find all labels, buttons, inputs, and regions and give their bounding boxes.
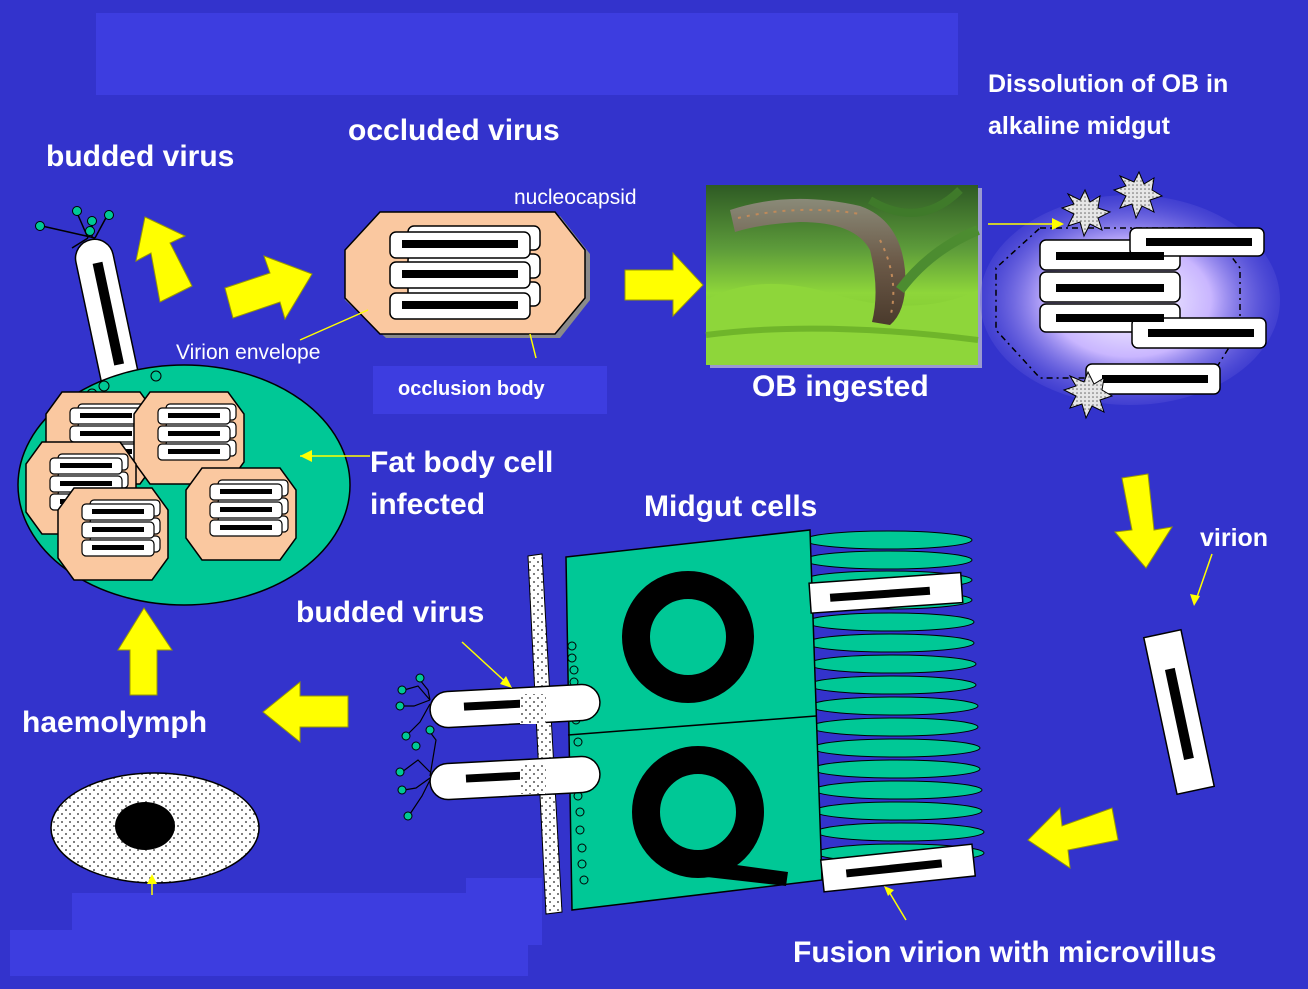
occlusion-body-icon <box>300 212 590 358</box>
arrow-down-left-icon <box>1028 808 1118 868</box>
occlusion-body-label: occlusion body <box>398 378 545 401</box>
fusion-label: Fusion virion with microvillus <box>793 936 1216 970</box>
virion-label: virion <box>1200 524 1268 553</box>
dissolution-label-line2: alkaline midgut <box>988 112 1170 141</box>
ob-ingested-label: OB ingested <box>752 370 929 404</box>
dissolving-ob-icon <box>980 172 1280 418</box>
fat-body-cell-icon <box>18 365 370 605</box>
budded-virus-top-label: budded virus <box>46 140 234 174</box>
fat-body-label-line2: infected <box>370 488 485 522</box>
dissolution-label-line1: Dissolution of OB in <box>988 70 1228 99</box>
midgut-cells-icon <box>396 530 984 920</box>
budded-virus-top-icon <box>36 207 143 399</box>
virion-envelope-label: Virion envelope <box>176 341 320 365</box>
occluded-virus-label: occluded virus <box>348 114 560 148</box>
haemolymph-label: haemolymph <box>22 706 207 740</box>
arrow-right-icon-2 <box>625 253 703 316</box>
haemolymph-cell-icon <box>51 773 259 895</box>
arrow-up-icon <box>118 608 172 695</box>
budded-virus-mid-label: budded virus <box>296 596 484 630</box>
arrow-up-left-icon <box>136 217 192 302</box>
caterpillar-photo <box>706 185 982 368</box>
arrow-left-icon <box>263 682 348 742</box>
virion-icon <box>1144 554 1214 794</box>
midgut-cells-label: Midgut cells <box>644 490 817 524</box>
arrow-down-icon <box>1115 474 1172 568</box>
fat-body-label-line1: Fat body cell <box>370 446 553 480</box>
arrow-right-icon-1 <box>225 256 312 319</box>
nucleocapsid-label: nucleocapsid <box>514 186 637 210</box>
